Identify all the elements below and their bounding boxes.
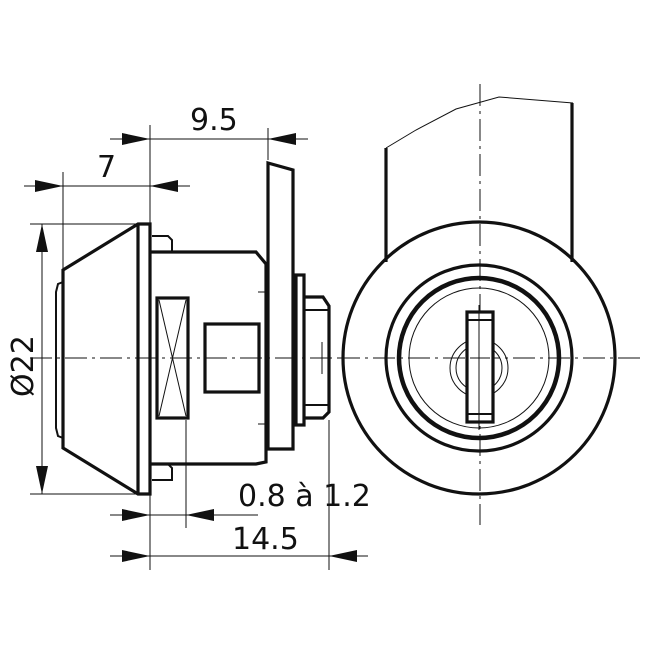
nut xyxy=(304,295,331,420)
upper-nub xyxy=(152,235,173,253)
dim-thickness-range: 0.8 à 1.2 xyxy=(238,479,371,514)
keyway-slot xyxy=(465,310,495,424)
washer xyxy=(294,273,306,427)
panel-plate xyxy=(266,160,295,451)
dim-14-5: 14.5 xyxy=(232,522,299,557)
lock-body xyxy=(150,250,268,466)
dim-diameter-22: Ø22 xyxy=(6,335,41,397)
side-view xyxy=(30,160,360,496)
dim-9-5: 9.5 xyxy=(190,103,238,138)
front-view xyxy=(338,84,645,525)
cam-top-edge xyxy=(385,96,574,149)
lower-nub xyxy=(152,463,173,481)
outer-flange-circle xyxy=(341,220,617,496)
dim-7: 7 xyxy=(97,150,116,185)
dimensions: 9.5 7 Ø22 0.8 à 1.2 14.5 xyxy=(6,103,371,570)
inner-cylinder xyxy=(203,322,261,394)
flats-box xyxy=(155,296,190,420)
ring-inner xyxy=(396,275,562,441)
head-front-rim xyxy=(55,281,64,439)
ring-outer xyxy=(384,263,574,453)
